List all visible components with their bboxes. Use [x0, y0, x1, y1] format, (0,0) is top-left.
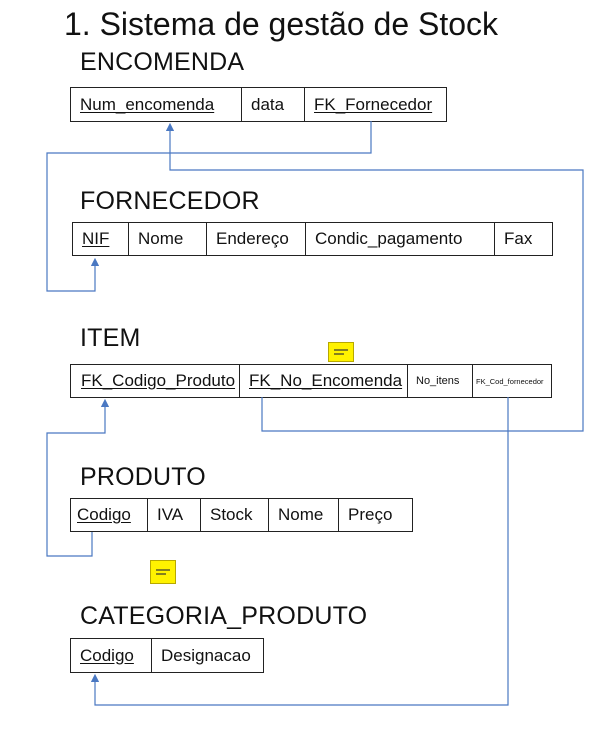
connector-fk-fornecedor-to-nif	[46, 121, 372, 292]
table-produto: Codigo IVA Stock Nome Preço	[70, 498, 413, 532]
column-codigo: Codigo	[80, 645, 134, 665]
column-data: data	[241, 88, 304, 121]
entity-title-item: ITEM	[80, 324, 141, 352]
column-condic-pagamento: Condic_pagamento	[305, 223, 494, 255]
connector-fk-cod-fornecedor-to-categoria-codigo	[90, 397, 509, 706]
comment-note-icon[interactable]	[328, 342, 354, 362]
column-designacao: Designacao	[151, 639, 263, 672]
column-nome: Nome	[268, 499, 338, 531]
column-num-encomenda: Num_encomenda	[80, 94, 215, 114]
entity-title-categoria-produto: CATEGORIA_PRODUTO	[80, 602, 368, 630]
column-no-itens: No_itens	[407, 365, 472, 397]
column-fk-cod-fornecedor: FK_Cod_fornecedor	[472, 365, 551, 397]
column-fk-fornecedor: FK_Fornecedor	[304, 88, 446, 121]
comment-note-icon[interactable]	[150, 560, 176, 584]
table-categoria-produto: Codigo Designacao	[70, 638, 264, 673]
column-iva: IVA	[147, 499, 200, 531]
entity-title-produto: PRODUTO	[80, 463, 206, 491]
column-fax: Fax	[494, 223, 552, 255]
page-title: 1. Sistema de gestão de Stock	[64, 6, 499, 42]
table-encomenda: Num_encomenda data FK_Fornecedor	[70, 87, 447, 122]
entity-title-encomenda: ENCOMENDA	[80, 48, 245, 76]
column-endereco: Endereço	[206, 223, 305, 255]
column-codigo: Codigo	[77, 505, 131, 524]
connector-codigo-to-fk-codigo-produto	[46, 398, 110, 557]
column-nome: Nome	[128, 223, 206, 255]
column-fk-codigo-produto: FK_Codigo_Produto	[81, 371, 236, 390]
connector-fk-no-encomenda-to-num-encomenda	[165, 122, 584, 432]
column-stock: Stock	[200, 499, 268, 531]
table-item: FK_Codigo_Produto FK_No_Encomenda No_ite…	[70, 364, 552, 398]
column-preco: Preço	[338, 499, 412, 531]
table-fornecedor: NIF Nome Endereço Condic_pagamento Fax	[72, 222, 553, 256]
column-fk-no-encomenda: FK_No_Encomenda	[239, 365, 407, 397]
entity-title-fornecedor: FORNECEDOR	[80, 187, 260, 215]
column-nif: NIF	[82, 229, 110, 248]
